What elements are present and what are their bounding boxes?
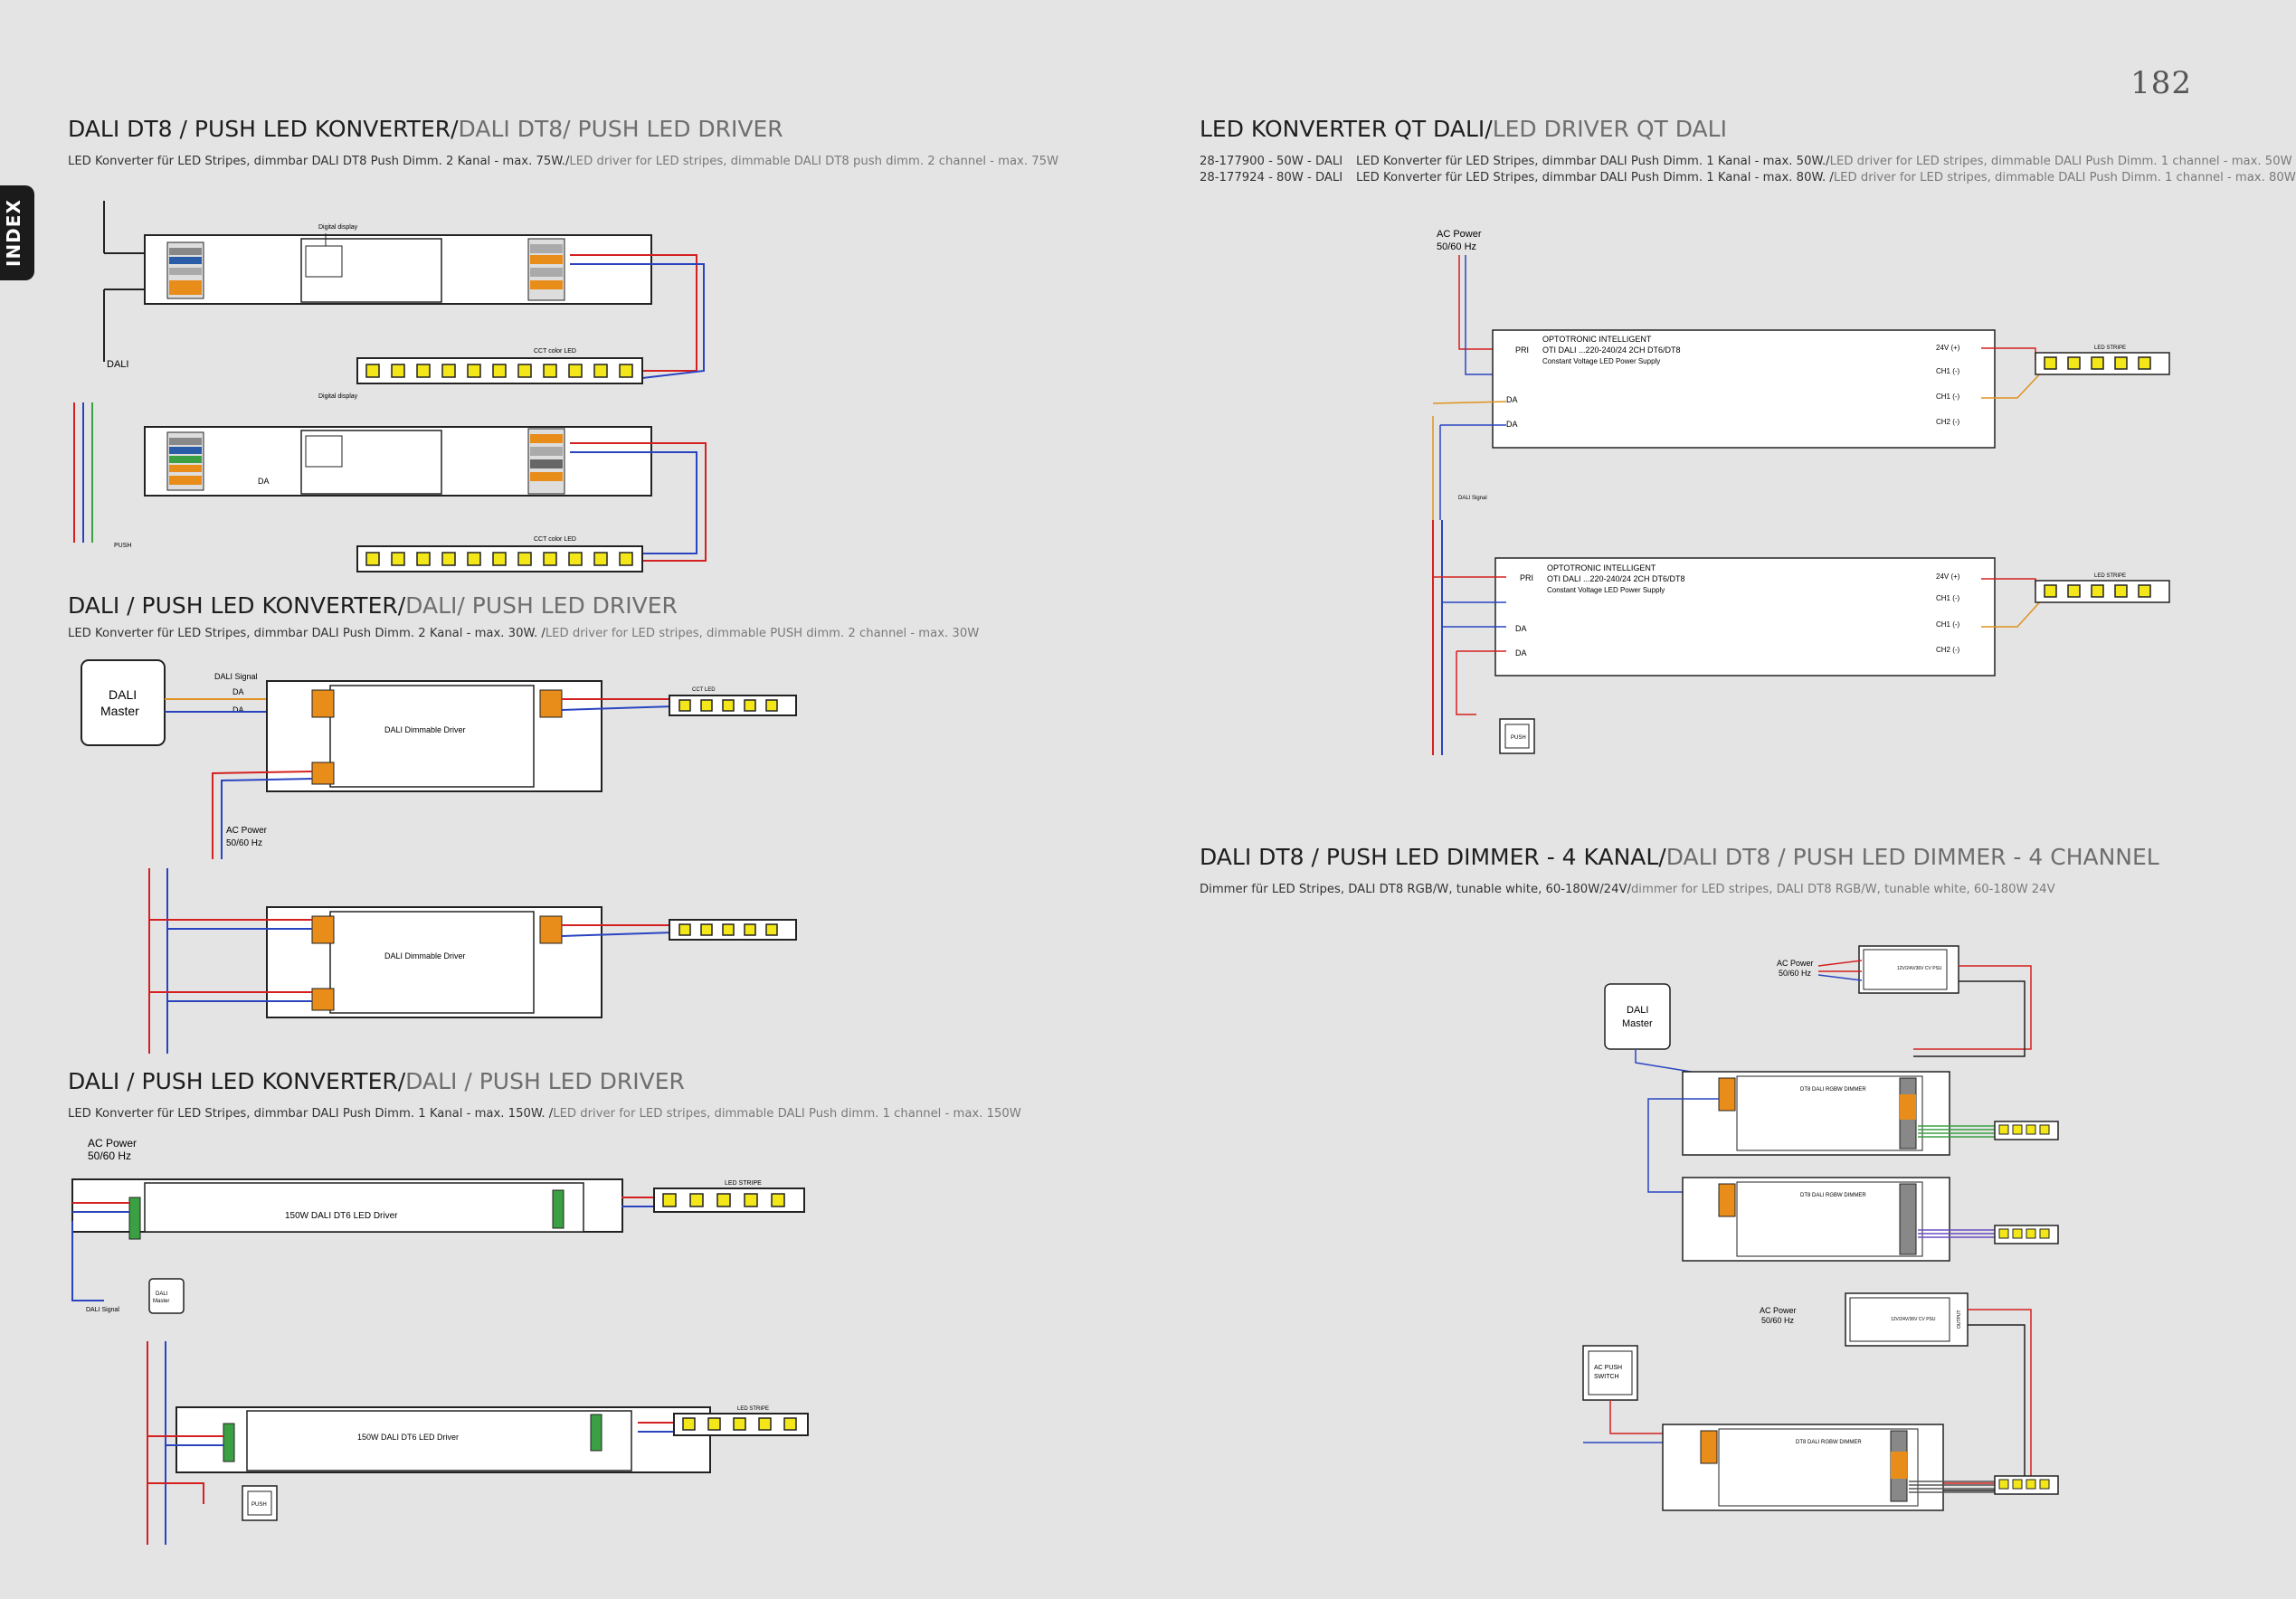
svg-text:12V/24V/36V CV PSU: 12V/24V/36V CV PSU	[1897, 966, 1942, 971]
section-desc-dali-push-150w: LED Konverter für LED Stripes, dimmbar D…	[68, 1107, 1021, 1121]
section-title-dali-push-driver: DALI / PUSH LED KONVERTER/DALI/ PUSH LED…	[68, 592, 678, 619]
svg-text:AC Power: AC Power	[1777, 959, 1814, 968]
svg-text:DT8 DALI RGBW DIMMER: DT8 DALI RGBW DIMMER	[1796, 1440, 1862, 1445]
svg-text:DALI Dimmable Driver: DALI Dimmable Driver	[384, 951, 466, 960]
svg-text:LED STRIPE: LED STRIPE	[737, 1406, 769, 1412]
page-number: 182	[2130, 65, 2192, 101]
dali-label: DALI	[107, 359, 128, 370]
svg-text:DALI: DALI	[1627, 1005, 1648, 1016]
svg-text:24V (+): 24V (+)	[1936, 572, 1960, 581]
svg-text:DA: DA	[1506, 395, 1518, 404]
svg-text:DALI Signal: DALI Signal	[1458, 496, 1487, 501]
svg-text:Constant Voltage LED Power Sup: Constant Voltage LED Power Supply	[1547, 586, 1665, 594]
wiring-diagram-dt8-push: DALI Digital display CCT color LED Digit…	[73, 201, 707, 572]
svg-text:Digital display: Digital display	[318, 224, 358, 231]
wiring-diagram-qt-dali: AC Power 50/60 Hz OPTOTRONIC INTELLIGENT…	[1432, 229, 2170, 755]
svg-text:12V/24V/36V CV PSU: 12V/24V/36V CV PSU	[1891, 1317, 1936, 1322]
svg-text:LED STRIPE: LED STRIPE	[2094, 573, 2126, 579]
svg-text:Constant Voltage LED Power Sup: Constant Voltage LED Power Supply	[1542, 357, 1660, 365]
wiring-diagram-150w: AC Power 50/60 Hz 150W DALI DT6 LED Driv…	[71, 1137, 809, 1545]
svg-text:OPTOTRONIC INTELLIGENT: OPTOTRONIC INTELLIGENT	[1542, 335, 1652, 344]
wiring-diagram-dt8-4ch-dimmer: AC Power 50/60 Hz 12V/24V/36V CV PSU DAL…	[1582, 945, 2059, 1511]
svg-text:CH1 (-): CH1 (-)	[1936, 594, 1960, 602]
svg-text:AC Power: AC Power	[88, 1137, 137, 1150]
svg-text:DA: DA	[1515, 624, 1527, 633]
section-desc-dali-push-driver: LED Konverter für LED Stripes, dimmbar D…	[68, 627, 980, 640]
wiring-diagram-dali-push-2ch: DALI Master DALI Signal DA DA DALI Dimma…	[81, 659, 797, 1054]
svg-text:CCT LED: CCT LED	[692, 687, 716, 693]
svg-text:50/60 Hz: 50/60 Hz	[1779, 969, 1812, 978]
svg-text:OTI DALI ...220-240/24 2CH DT6: OTI DALI ...220-240/24 2CH DT6/DT8	[1542, 345, 1681, 355]
svg-text:LED STRIPE: LED STRIPE	[2094, 345, 2126, 351]
svg-text:CCT color LED: CCT color LED	[534, 536, 576, 543]
svg-text:DA: DA	[232, 705, 244, 714]
svg-text:CCT color LED: CCT color LED	[534, 348, 576, 355]
section-title-dali-push-150w: DALI / PUSH LED KONVERTER/DALI / PUSH LE…	[68, 1068, 685, 1094]
svg-text:50/60 Hz: 50/60 Hz	[1437, 241, 1476, 252]
svg-text:DT8 DALI RGBW DIMMER: DT8 DALI RGBW DIMMER	[1800, 1193, 1866, 1198]
svg-text:DALI: DALI	[156, 1292, 168, 1297]
index-tab[interactable]: INDEX	[0, 185, 34, 280]
svg-text:150W DALI DT6 LED Driver: 150W DALI DT6 LED Driver	[357, 1433, 459, 1442]
svg-text:AC Power: AC Power	[1437, 229, 1482, 240]
svg-text:CH2 (-): CH2 (-)	[1936, 418, 1960, 426]
svg-text:DT8 DALI RGBW DIMMER: DT8 DALI RGBW DIMMER	[1800, 1087, 1866, 1093]
svg-text:DALI Dimmable Driver: DALI Dimmable Driver	[384, 725, 466, 734]
svg-text:AC Power: AC Power	[1760, 1306, 1797, 1315]
svg-text:LED STRIPE: LED STRIPE	[725, 1180, 762, 1187]
svg-text:PRI: PRI	[1520, 573, 1533, 582]
section-title-dt8-push-driver: DALI DT8 / PUSH LED KONVERTER/DALI DT8/ …	[68, 116, 783, 142]
svg-text:DALI Signal: DALI Signal	[214, 672, 258, 681]
svg-text:AC Power: AC Power	[226, 826, 268, 836]
svg-text:CH2 (-): CH2 (-)	[1936, 646, 1960, 654]
svg-text:50/60 Hz: 50/60 Hz	[88, 1150, 131, 1162]
svg-text:DALI: DALI	[109, 687, 137, 702]
svg-text:Master: Master	[153, 1299, 169, 1304]
svg-text:CH1 (-): CH1 (-)	[1936, 393, 1960, 401]
svg-text:PUSH: PUSH	[114, 543, 131, 549]
svg-text:50/60 Hz: 50/60 Hz	[1761, 1316, 1795, 1325]
svg-text:PUSH: PUSH	[251, 1502, 267, 1508]
svg-text:CH1 (-): CH1 (-)	[1936, 620, 1960, 629]
svg-text:Master: Master	[100, 704, 139, 718]
svg-text:DA: DA	[258, 477, 270, 486]
svg-text:PUSH: PUSH	[1511, 735, 1526, 741]
svg-text:DA: DA	[232, 687, 244, 696]
svg-text:Digital display: Digital display	[318, 393, 358, 400]
svg-text:150W DALI DT6 LED Driver: 150W DALI DT6 LED Driver	[285, 1211, 398, 1221]
svg-text:SWITCH: SWITCH	[1594, 1374, 1619, 1380]
svg-text:24V (+): 24V (+)	[1936, 344, 1960, 352]
svg-text:OPTOTRONIC INTELLIGENT: OPTOTRONIC INTELLIGENT	[1547, 563, 1656, 572]
svg-text:OTI DALI ...220-240/24 2CH DT6: OTI DALI ...220-240/24 2CH DT6/DT8	[1547, 574, 1685, 583]
section-desc-dt8-dimmer: Dimmer für LED Stripes, DALI DT8 RGB/W, …	[1200, 883, 2055, 896]
svg-text:DA: DA	[1506, 420, 1518, 429]
svg-text:AC PUSH: AC PUSH	[1594, 1365, 1622, 1371]
svg-text:OUTPUT: OUTPUT	[1957, 1310, 1962, 1329]
svg-text:PRI: PRI	[1515, 345, 1529, 355]
section-desc-dt8-push-driver: LED Konverter für LED Stripes, dimmbar D…	[68, 155, 1059, 168]
section-title-dt8-dimmer: DALI DT8 / PUSH LED DIMMER - 4 KANAL/DAL…	[1200, 844, 2159, 870]
svg-text:CH1 (-): CH1 (-)	[1936, 367, 1960, 375]
section-title-qt-dali: LED KONVERTER QT DALI/LED DRIVER QT DALI	[1200, 116, 1727, 142]
svg-text:DALI Signal: DALI Signal	[86, 1307, 119, 1313]
index-tab-label: INDEX	[3, 199, 24, 267]
svg-text:50/60 Hz: 50/60 Hz	[226, 838, 262, 848]
svg-text:DA: DA	[1515, 648, 1527, 658]
svg-text:Master: Master	[1622, 1018, 1653, 1029]
